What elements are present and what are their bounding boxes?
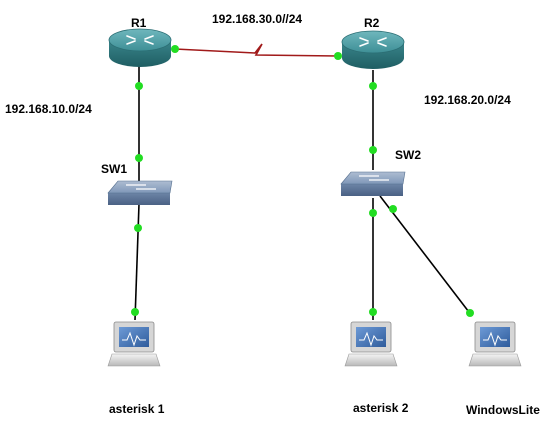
port-dot — [131, 308, 139, 316]
port-dot — [369, 82, 377, 90]
pc-windowslite-label: WindowsLite — [466, 403, 540, 417]
lan2-network-label: 192.168.20.0/24 — [424, 93, 511, 107]
router-r1-icon[interactable] — [108, 28, 172, 67]
router-r1-label: R1 — [131, 16, 147, 30]
link-sw1-asterisk1[interactable] — [134, 203, 140, 321]
wan-network-label: 192.168.30.0//24 — [212, 12, 303, 26]
port-dot — [389, 205, 397, 213]
port-dot — [134, 224, 142, 232]
port-dot — [369, 308, 377, 316]
links — [134, 43, 473, 321]
port-dot — [135, 82, 143, 90]
switch-sw1-icon[interactable] — [107, 180, 173, 205]
pc-windowslite-icon[interactable] — [468, 321, 522, 367]
switch-sw1-label: SW1 — [101, 162, 128, 176]
port-dot — [334, 52, 342, 60]
port-indicators — [131, 45, 474, 317]
pc-asterisk1-icon[interactable] — [107, 321, 161, 367]
router-r2-icon[interactable] — [341, 30, 405, 69]
switch-sw2-label: SW2 — [395, 148, 422, 162]
pc-asterisk2-label: asterisk 2 — [353, 401, 409, 415]
pc-asterisk1-label: asterisk 1 — [109, 402, 165, 416]
port-dot — [171, 45, 179, 53]
port-dot — [369, 146, 377, 154]
pc-asterisk2-icon[interactable] — [344, 321, 398, 367]
port-dot — [135, 154, 143, 162]
port-dot — [466, 309, 474, 317]
switch-sw2-icon[interactable] — [340, 171, 406, 196]
serial-link-r1-r2[interactable] — [174, 43, 339, 57]
lan1-network-label: 192.168.10.0/24 — [5, 102, 92, 116]
link-sw2-windowslite[interactable] — [379, 195, 473, 317]
router-r2-label: R2 — [364, 16, 380, 30]
port-dot — [369, 209, 377, 217]
